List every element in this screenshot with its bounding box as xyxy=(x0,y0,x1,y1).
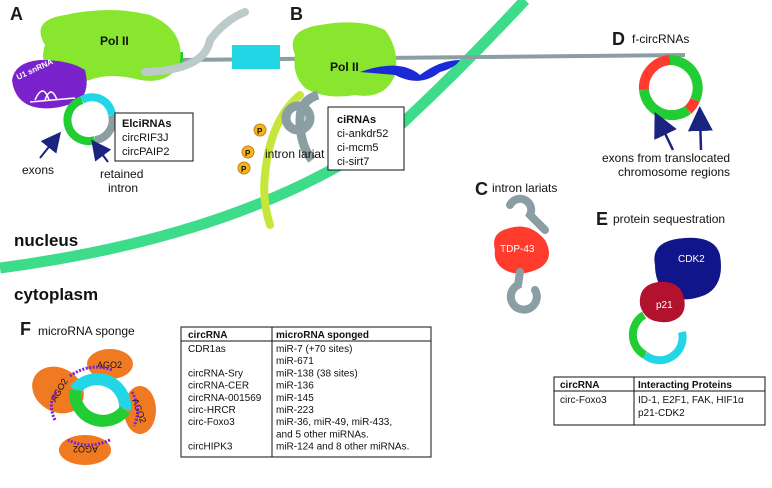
phospho-label: P xyxy=(241,165,247,174)
table-cell: and 5 other miRNAs. xyxy=(276,429,369,440)
pol2-b-label: Pol II xyxy=(330,60,359,74)
table-cell: circRNA-001569 xyxy=(188,393,262,404)
translocated-exon-arrow xyxy=(654,111,677,151)
retained-label: retained xyxy=(100,167,143,181)
eicirna-exon-cyan xyxy=(79,93,116,116)
panel-label-b: B xyxy=(290,4,303,24)
exons-arrow xyxy=(39,131,61,159)
ago2-label: AGO2 xyxy=(73,444,98,454)
table-header: circRNA xyxy=(560,380,599,391)
ago2 xyxy=(87,349,133,379)
p21 xyxy=(639,281,685,323)
microrna-table-rows: CDR1as miR-7 (+70 sites)miR-671 circRNA-Sr… xyxy=(188,344,409,453)
intron-lariat-loop xyxy=(281,101,315,135)
sponge-circ-cyan xyxy=(70,373,132,411)
nucleus-label: nucleus xyxy=(14,231,78,250)
sponge-circ-green xyxy=(68,389,130,427)
microrna-sponge-title: microRNA sponge xyxy=(38,324,135,338)
f-circrna-caption: chromosome regions xyxy=(618,165,730,179)
cirnas-box xyxy=(327,106,405,171)
table-cell: miR-671 xyxy=(276,356,314,367)
phospho-icon xyxy=(237,161,251,175)
f-circrna-exon-green xyxy=(669,55,703,103)
cdk2-label: CDK2 xyxy=(678,254,705,265)
panel-label-e: E xyxy=(596,209,608,229)
u1-structure-icon xyxy=(29,90,76,103)
cirnas-title: ciRNAs xyxy=(337,114,376,126)
f-circrna-exon-red xyxy=(638,55,671,91)
table-cell: circ-HRCR xyxy=(188,405,236,416)
eicirnas-item: circRIF3J xyxy=(122,132,168,144)
intron-lariats-title: intron lariats xyxy=(492,181,557,195)
phospho-icon xyxy=(253,123,267,137)
table-cell: miR-7 (+70 sites) xyxy=(276,344,352,355)
panel-label-c: C xyxy=(475,179,488,199)
eicirnas-item: circPAIP2 xyxy=(122,146,169,158)
table-cell: circRNA-Sry xyxy=(188,368,243,379)
phospho-icon xyxy=(241,145,255,159)
p21-label: p21 xyxy=(656,300,673,311)
tdp43-label: TDP-43 xyxy=(500,244,535,255)
table-cell: miR-36, miR-49, miR-433, xyxy=(276,417,392,428)
pol2-a xyxy=(40,10,181,83)
table-cell: circRNA-CER xyxy=(188,381,249,392)
rna-transcript-blue xyxy=(360,60,460,81)
f-circrna-exon-red xyxy=(684,97,700,114)
cirnas-item: ci-ankdr52 xyxy=(337,128,388,140)
table-header: microRNA sponged xyxy=(276,330,369,341)
f-circrnas-title: f-circRNAs xyxy=(632,32,689,46)
table-cell: miR-223 xyxy=(276,405,314,416)
microrna-table xyxy=(180,326,432,458)
table-cell: ID-1, E2F1, FAK, HIF1α xyxy=(638,395,744,406)
table-cell: circHIPK3 xyxy=(188,442,233,453)
f-circrna-caption: exons from translocated xyxy=(602,151,730,165)
table-cell: circ-Foxo3 xyxy=(188,417,235,428)
table-cell: circ-Foxo3 xyxy=(560,395,607,406)
panel-label-d: D xyxy=(612,29,625,49)
eicirnas-title: ElciRNAs xyxy=(122,118,172,130)
table-cell: p21-CDK2 xyxy=(638,408,685,419)
pol2-a-label: Pol II xyxy=(100,34,129,48)
cirnas-item: ci-mcm5 xyxy=(337,142,379,154)
tdp43 xyxy=(494,226,549,274)
protein-sequestration-title: protein sequestration xyxy=(613,212,725,226)
interacting-proteins-table xyxy=(553,376,766,426)
phospho-label: P xyxy=(257,127,263,136)
table-cell: miR-138 (38 sites) xyxy=(276,368,358,379)
table-header: Interacting Proteins xyxy=(638,380,732,391)
eicirna-exon-green xyxy=(63,96,97,146)
ago2-label: AGO2 xyxy=(97,360,122,370)
intron-label: intron xyxy=(108,181,138,195)
ago2 xyxy=(124,386,156,434)
cytoplasm-label: cytoplasm xyxy=(14,285,98,304)
phospho-label: P xyxy=(245,149,251,158)
retained-intron-arrow xyxy=(91,139,112,163)
cirnas-item: ci-sirt7 xyxy=(337,156,369,168)
exon-block-b xyxy=(232,45,280,69)
eicirnas-box xyxy=(114,112,194,162)
u1-snrna xyxy=(12,60,87,109)
table-header: circRNA xyxy=(188,330,227,341)
foxo3-circ-green xyxy=(628,311,648,359)
translocated-exon-arrow xyxy=(687,106,713,151)
exons-label: exons xyxy=(22,163,54,177)
eicirna-retained-intron xyxy=(94,113,117,144)
intron-lariat-c2 xyxy=(506,268,541,314)
panel-label-a: A xyxy=(10,4,23,24)
pol2-b xyxy=(292,22,397,97)
mirna-strand xyxy=(50,365,139,447)
table-cell: CDR1as xyxy=(188,344,226,355)
table-cell: miR-136 xyxy=(276,381,314,392)
f-circrna-exon-green xyxy=(639,89,691,121)
table-cell: miR-145 xyxy=(276,393,314,404)
intron-lariat-b xyxy=(295,90,320,163)
intron-lariat-c1 xyxy=(506,194,549,234)
foxo3-circ-cyan xyxy=(642,331,687,365)
table-cell: miR-124 and 8 other miRNAs. xyxy=(276,442,409,453)
panel-label-f: F xyxy=(20,319,31,339)
intron-lariat-label: intron lariat xyxy=(265,147,325,161)
rna-transcript-a xyxy=(141,8,249,76)
